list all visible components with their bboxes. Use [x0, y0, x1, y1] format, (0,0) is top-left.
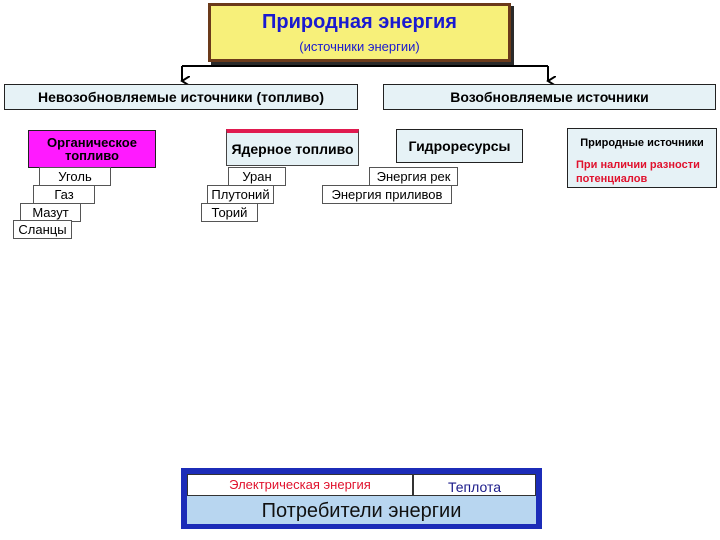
consumers-title: Потребители энергии	[187, 496, 536, 524]
page-subtitle: (источники энергии)	[299, 39, 420, 54]
natural-sources-label: Природные источники	[580, 137, 704, 149]
nuclear-fuel-box: Ядерное топливо	[226, 129, 359, 166]
category-renewable: Возобновляемые источники	[383, 84, 716, 110]
item-tidal-energy: Энергия приливов	[322, 185, 452, 204]
item-river-energy: Энергия рек	[369, 167, 458, 186]
electric-energy-label: Электрическая энергия	[187, 474, 413, 496]
natural-sources-note: При наличии разности потенциалов	[576, 159, 700, 185]
item-gas: Газ	[33, 185, 95, 204]
organic-fuel-box: Органическое топливо	[28, 130, 156, 168]
item-plutonium: Плутоний	[207, 185, 274, 204]
heat-label: Теплота	[413, 474, 536, 496]
item-shale: Сланцы	[13, 220, 72, 239]
consumers-block: Электрическая энергия Теплота Потребител…	[181, 468, 542, 529]
title-box: Природная энергия (источники энергии)	[208, 3, 511, 62]
item-thorium: Торий	[201, 203, 258, 222]
page-title: Природная энергия	[262, 11, 457, 33]
natural-sources-box: Природные источники При наличии разности…	[567, 128, 717, 188]
category-nonrenewable: Невозобновляемые источники (топливо)	[4, 84, 358, 110]
item-uranium: Уран	[228, 167, 286, 186]
hydro-resources-box: Гидроресурсы	[396, 129, 523, 163]
item-coal: Уголь	[39, 167, 111, 186]
